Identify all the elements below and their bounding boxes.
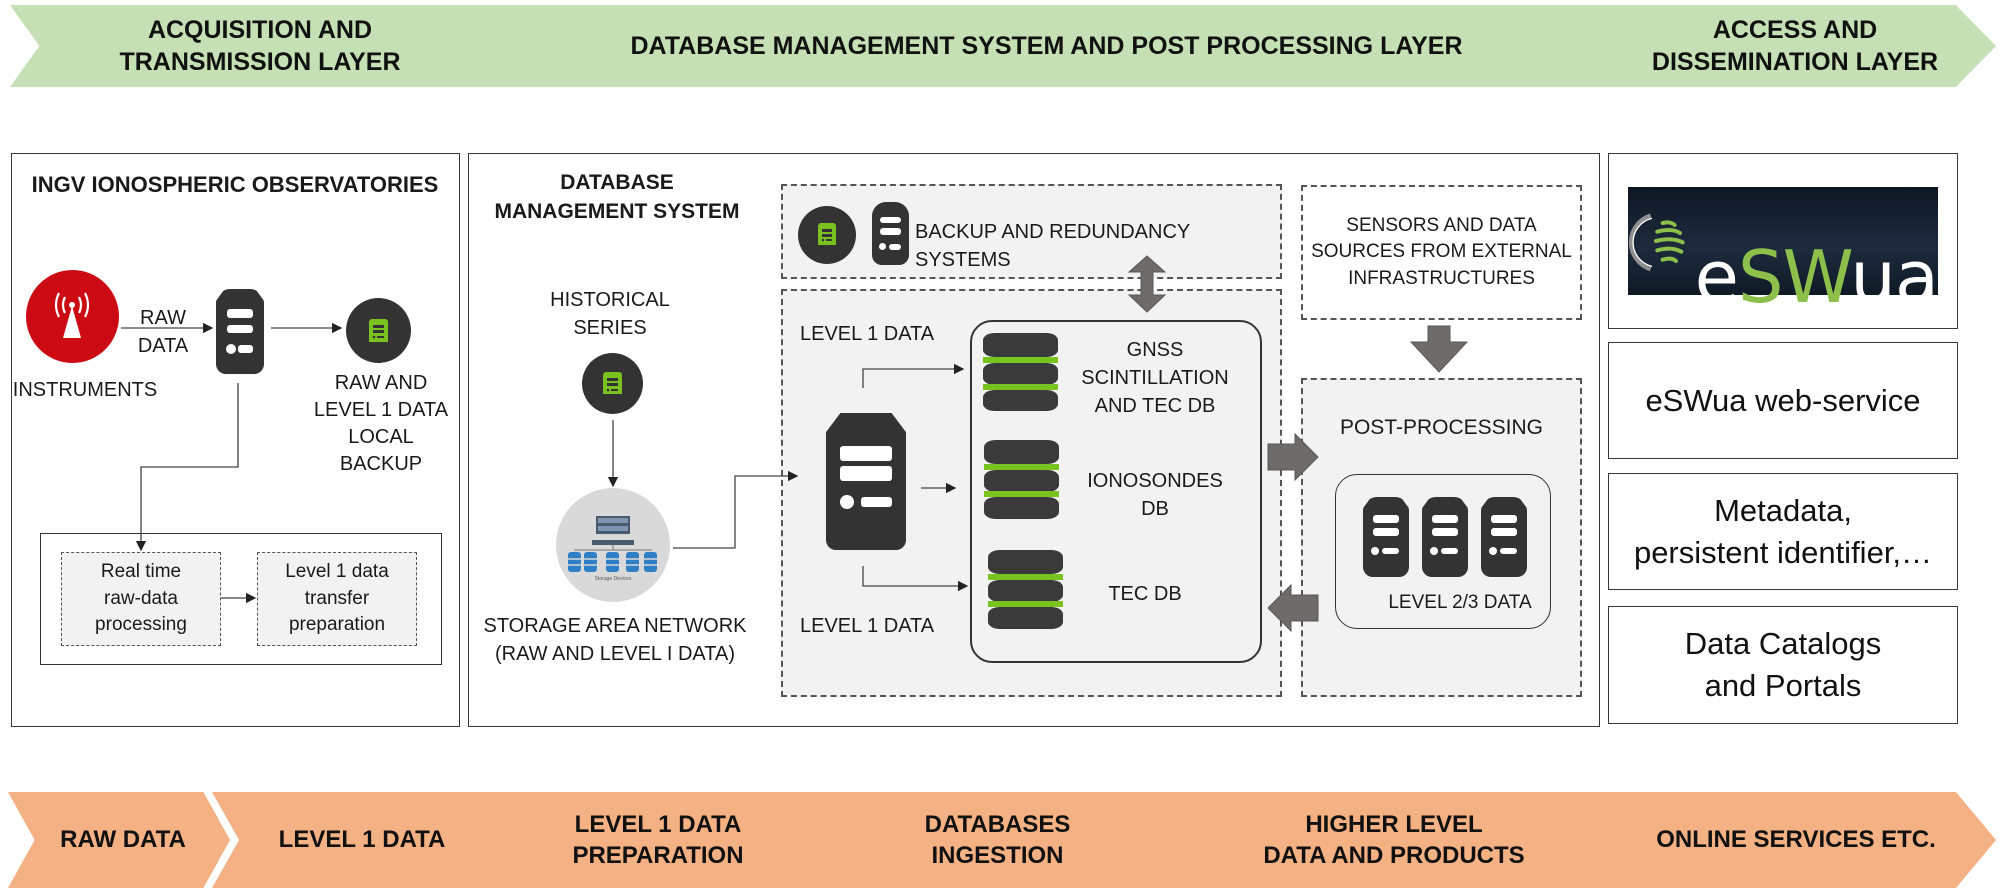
- green-server-icon: [369, 319, 388, 342]
- arrow-san-to-ingestion: [673, 470, 799, 549]
- layer-dbms: DATABASE MANAGEMENT SYSTEM AND POST PROC…: [455, 5, 1638, 87]
- arrow-external-to-postprocessing: [1409, 325, 1469, 373]
- processing-step-transfer: Level 1 data transfer preparation: [257, 552, 417, 646]
- instruments-label: INSTRUMENTS: [12, 379, 158, 401]
- backup-redundancy-label: BACKUP AND REDUNDANCY SYSTEMS: [915, 221, 1190, 271]
- data-level-bar: RAW DATA LEVEL 1 DATA LEVEL 1 DATA PREPA…: [0, 792, 2000, 888]
- level-raw-data: RAW DATA: [8, 792, 230, 888]
- san-caption: Storage Devices: [594, 576, 632, 582]
- arrow-server-to-tec-db: [862, 566, 969, 592]
- access-item-web-service[interactable]: eSWua web-service: [1608, 342, 1958, 459]
- antenna-icon: [54, 292, 90, 338]
- green-server-icon: [818, 223, 836, 245]
- storage-area-network-label: STORAGE AREA NETWORK (RAW AND LEVEL I DA…: [483, 615, 747, 665]
- level23-data-label: LEVEL 2/3 DATA: [1388, 592, 1532, 613]
- historical-series-label: HISTORICAL SERIES: [550, 289, 670, 339]
- eswua-logo-box: eSWua: [1608, 153, 1958, 329]
- level-level1-preparation: LEVEL 1 DATA PREPARATION: [467, 792, 849, 888]
- dbms-title: DATABASE MANAGEMENT SYSTEM: [494, 171, 740, 224]
- layer-acquisition: ACQUISITION AND TRANSMISSION LAYER: [10, 5, 498, 87]
- gnss-scintillation-db-icon: [983, 333, 1058, 411]
- local-backup-label: RAW AND LEVEL 1 DATA LOCAL BACKUP: [313, 372, 449, 475]
- post-processing-label: POST-PROCESSING: [1339, 416, 1544, 439]
- arrow-server-to-processing: [135, 383, 239, 552]
- instruments-icon: [26, 270, 119, 363]
- ionosondes-db-label: IONOSONDES DB: [1087, 470, 1223, 520]
- storage-area-network-icon: Storage Devices: [556, 488, 670, 602]
- processing-container: [40, 533, 442, 665]
- backup-server-icon: [872, 202, 909, 265]
- arrow-postprocessing-to-dbs: [1267, 583, 1319, 633]
- level23-server-icon-1: [1363, 497, 1409, 577]
- level1-data-top-label: LEVEL 1 DATA: [800, 323, 935, 345]
- green-server-icon: [603, 372, 622, 394]
- gnss-scintillation-db-label: GNSS SCINTILLATION AND TEC DB: [1081, 339, 1229, 417]
- level1-data-bottom-label: LEVEL 1 DATA: [800, 615, 935, 637]
- external-sources-box: SENSORS AND DATA SOURCES FROM EXTERNAL I…: [1301, 185, 1582, 320]
- arrow-server-to-gnss-db: [862, 363, 965, 388]
- layer-access: ACCESS AND DISSEMINATION LAYER: [1594, 5, 1996, 87]
- tec-db-icon: [988, 550, 1063, 629]
- tec-db-label: TEC DB: [1108, 583, 1182, 605]
- access-item-catalogs[interactable]: Data Catalogs and Portals: [1608, 606, 1958, 724]
- ionosondes-db-icon: [984, 440, 1059, 519]
- level23-server-icon-2: [1422, 497, 1468, 577]
- ingestion-server-icon: [826, 413, 906, 550]
- access-item-metadata[interactable]: Metadata, persistent identifier,…: [1608, 473, 1958, 590]
- historical-series-icon: [582, 353, 643, 414]
- local-backup-icon: [346, 298, 411, 363]
- eswua-logo[interactable]: eSWua: [1628, 187, 1939, 313]
- level-higher-level-products: HIGHER LEVEL DATA AND PRODUCTS: [1143, 792, 1645, 888]
- raw-data-label: RAW DATA: [137, 307, 189, 357]
- level-online-services: ONLINE SERVICES ETC.: [1596, 792, 1996, 888]
- station-server-icon: [216, 289, 264, 374]
- observatories-title: INGV IONOSPHERIC OBSERVATORIES: [31, 172, 439, 197]
- backup-green-server-icon: [798, 206, 856, 264]
- level-level1-data: LEVEL 1 DATA: [212, 792, 512, 888]
- arrow-dbs-to-postprocessing: [1267, 432, 1319, 482]
- double-arrow-backup: [1127, 255, 1167, 313]
- processing-step-realtime: Real time raw-data processing: [61, 552, 221, 646]
- level23-server-icon-3: [1481, 497, 1527, 577]
- level-databases-ingestion: DATABASES INGESTION: [800, 792, 1195, 888]
- backup-redundancy-box: [781, 184, 1282, 279]
- globe-icon: [1628, 213, 1685, 272]
- layer-bar: ACQUISITION AND TRANSMISSION LAYER DATAB…: [0, 5, 2000, 87]
